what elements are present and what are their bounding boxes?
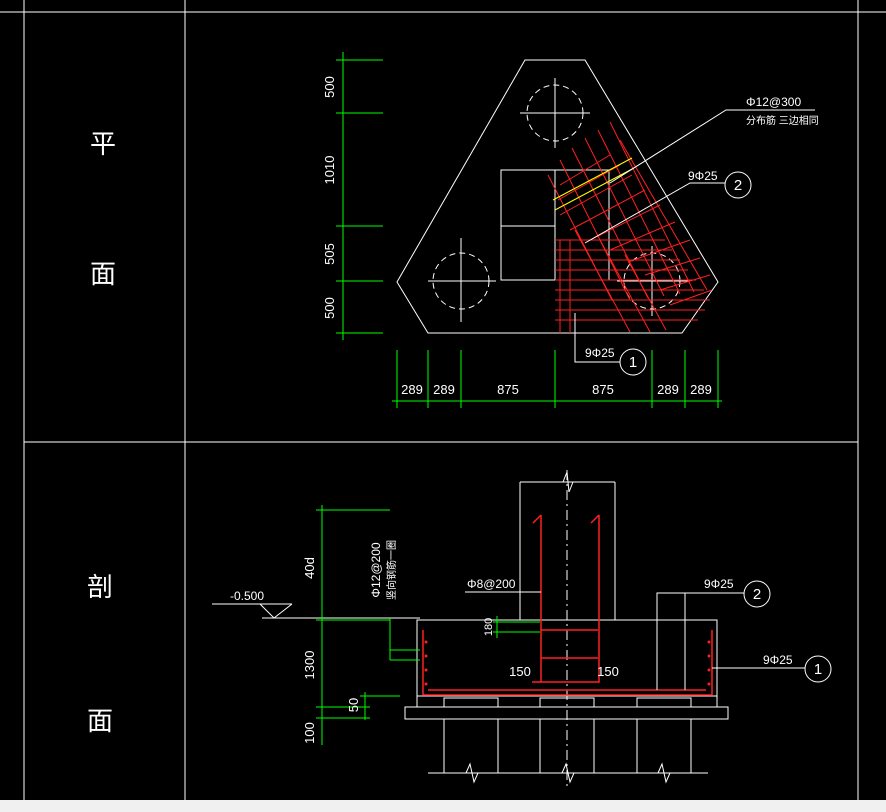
rebar-horizontal xyxy=(555,239,710,333)
elevation-marker xyxy=(212,603,420,619)
plan-horizontal-dims xyxy=(392,350,722,408)
plan-hdim-3: 875 xyxy=(497,382,519,397)
rebar-highlight xyxy=(552,157,635,211)
section-stirrup-b: Φ8@200 xyxy=(467,577,516,591)
plan-hdim-1: 289 xyxy=(401,382,423,397)
section-stirrup-2: 竖向钢筋一圈 xyxy=(385,540,398,600)
plan-hdim-4: 875 xyxy=(592,382,614,397)
status-strip xyxy=(0,800,886,812)
plan-view: Φ12@300 分布筋 三边相同 9Φ25 2 9Φ25 1 500 1010 … xyxy=(322,52,819,408)
section-dim-150a: 150 xyxy=(509,664,531,679)
section-vdim-3: 50 xyxy=(346,698,361,712)
section-rebar1-label: 9Φ25 xyxy=(763,653,793,667)
plan-rebar1-circle xyxy=(619,348,647,376)
plan-rebar2-circle xyxy=(724,171,752,199)
plan-rebar2-num: 2 xyxy=(734,177,742,194)
section-cap xyxy=(416,619,718,697)
plan-label-2: 面 xyxy=(90,260,116,290)
plan-vdim-3: 505 xyxy=(322,243,337,265)
section-rebar-dots xyxy=(424,640,711,686)
rebar-diagonal-a xyxy=(547,121,708,333)
section-rebar1-circle xyxy=(804,655,832,683)
plan-label-1: 平 xyxy=(90,130,116,160)
plan-vdim-4: 500 xyxy=(322,297,337,319)
plan-hdim-2: 289 xyxy=(433,382,455,397)
section-dim-180: 180 xyxy=(483,618,495,636)
section-stirrup-1: Φ12@200 xyxy=(369,542,383,597)
pile-circles xyxy=(432,84,681,310)
plan-rebar1-label: 9Φ25 xyxy=(585,346,615,360)
rebar-diagonal-b xyxy=(557,154,713,306)
section-vdim-2: 1300 xyxy=(302,651,317,680)
plan-note-top-2: 分布筋 三边相同 xyxy=(746,114,819,127)
section-view: -0.500 40d 1300 50 100 Φ12@200 竖向钢筋一圈 Φ8… xyxy=(212,470,832,790)
plan-vdim-2: 1010 xyxy=(322,156,337,185)
plan-note-top-1: Φ12@300 xyxy=(746,95,801,109)
section-rebar2-label: 9Φ25 xyxy=(704,577,734,591)
section-vdim-4: 100 xyxy=(302,722,317,744)
section-piles xyxy=(428,697,708,784)
section-dim-150b: 150 xyxy=(597,664,619,679)
elevation-label: -0.500 xyxy=(230,589,264,603)
plan-hdim-5: 289 xyxy=(657,382,679,397)
section-label-2: 面 xyxy=(87,707,113,737)
section-label-1: 剖 xyxy=(87,573,113,603)
plan-hdim-6: 289 xyxy=(690,382,712,397)
section-column xyxy=(519,471,616,620)
section-rebar1-num: 1 xyxy=(814,661,822,678)
plan-vertical-dims xyxy=(336,52,383,340)
section-rebar2-circle xyxy=(743,580,771,608)
plan-rebar1-num: 1 xyxy=(629,354,637,371)
section-vertical-dims xyxy=(316,505,540,745)
section-rebar xyxy=(422,514,713,696)
pile-cap-outline xyxy=(396,59,719,334)
section-rebar2-num: 2 xyxy=(753,586,761,603)
plan-vdim-1: 500 xyxy=(322,76,337,98)
section-vdim-1: 40d xyxy=(302,557,317,579)
plan-rebar2-label: 9Φ25 xyxy=(688,169,718,183)
